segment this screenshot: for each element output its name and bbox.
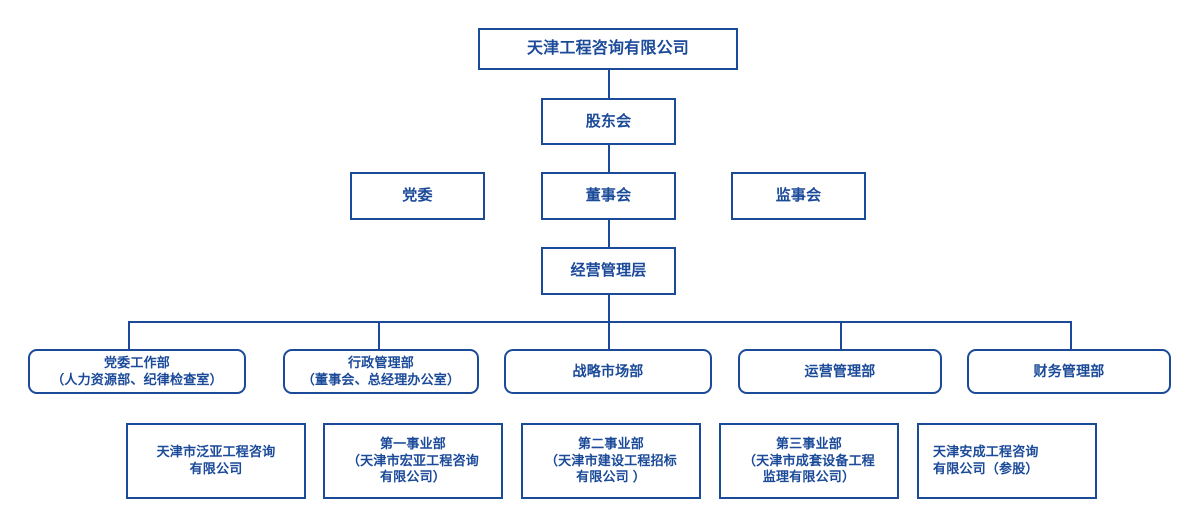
connector-root-to-shareholders	[608, 70, 610, 98]
connector-bus-drop-3	[608, 321, 610, 349]
node-subsidiary-fanya[interactable]: 天津市泛亚工程咨询 有限公司	[126, 423, 306, 499]
node-board-of-supervisors[interactable]: 监事会	[731, 172, 866, 220]
node-board-of-directors[interactable]: 董事会	[541, 172, 676, 220]
node-business-unit-one[interactable]: 第一事业部 （天津市宏亚工程咨询 有限公司）	[323, 423, 503, 499]
node-business-unit-two[interactable]: 第二事业部 （天津市建设工程招标 有限公司 ）	[521, 423, 701, 499]
node-root-company[interactable]: 天津工程咨询有限公司	[478, 28, 738, 70]
node-subsidiary-ancheng[interactable]: 天津安成工程咨询 有限公司（参股）	[917, 423, 1097, 499]
node-management-layer[interactable]: 经营管理层	[541, 247, 676, 295]
node-business-unit-three[interactable]: 第三事业部 （天津市成套设备工程 监理有限公司）	[719, 423, 899, 499]
node-department-strategy-market[interactable]: 战略市场部	[504, 349, 712, 394]
node-party-committee[interactable]: 党委	[350, 172, 485, 220]
connector-bus-drop-5	[1070, 321, 1072, 349]
node-department-finance[interactable]: 财务管理部	[967, 349, 1171, 394]
connector-board-to-management	[608, 220, 610, 247]
node-shareholders-meeting[interactable]: 股东会	[541, 98, 676, 145]
node-department-operations[interactable]: 运营管理部	[738, 349, 942, 394]
connector-bus-drop-2	[378, 321, 380, 349]
connector-management-to-bus	[608, 295, 610, 322]
connector-shareholders-to-board	[608, 145, 610, 172]
node-department-party-affairs[interactable]: 党委工作部 （人力资源部、纪律检查室）	[28, 349, 246, 394]
connector-department-bus	[128, 321, 1072, 323]
connector-bus-drop-1	[128, 321, 130, 349]
connector-bus-drop-4	[840, 321, 842, 349]
node-department-administration[interactable]: 行政管理部 （董事会、总经理办公室）	[283, 349, 479, 394]
